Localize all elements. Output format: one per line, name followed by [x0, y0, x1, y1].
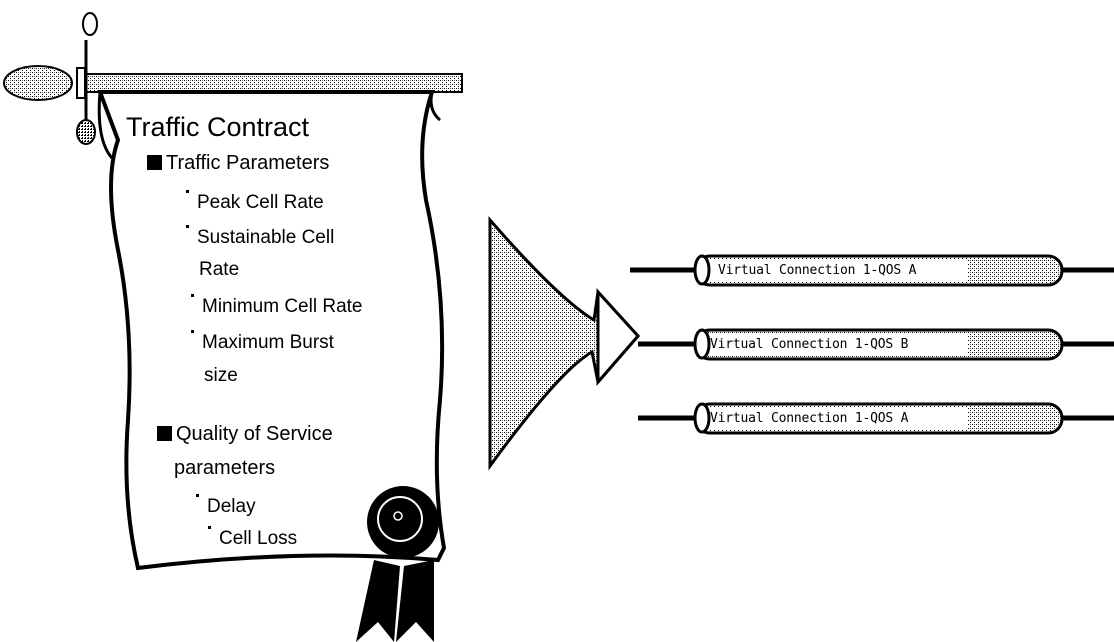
funnel-arrow-icon: [488, 216, 641, 471]
dot-bullet-icon: [186, 225, 189, 228]
connection-label-2: Virtual Connection 1-QOS B: [710, 337, 909, 352]
virtual-connection-3: [638, 402, 1114, 435]
list-item: Cell Loss: [208, 526, 297, 548]
list-item: Delay: [196, 494, 256, 516]
dot-bullet-icon: [196, 494, 199, 497]
list-item: Peak Cell Rate: [186, 190, 324, 212]
list-item-continuation: size: [204, 365, 238, 386]
list-item: Sustainable Cell: [186, 225, 334, 247]
contract-title: Traffic Contract: [126, 112, 310, 142]
virtual-connection-2: [638, 328, 1114, 361]
dot-bullet-icon: [208, 526, 211, 529]
seal-icon: [356, 486, 439, 642]
qos-parameters-heading-continuation: parameters: [174, 457, 276, 479]
square-bullet-icon: [157, 426, 172, 441]
list-item-continuation: Rate: [199, 259, 240, 280]
square-bullet-icon: [147, 155, 162, 170]
virtual-connection-1: [630, 254, 1114, 287]
dot-bullet-icon: [186, 190, 189, 193]
connection-label-1: Virtual Connection 1-QOS A: [718, 263, 917, 278]
qos-parameters-heading: Quality of Service: [157, 424, 333, 444]
connection-label-3: Virtual Connection 1-QOS A: [710, 411, 909, 426]
list-item: Maximum Burst: [191, 330, 334, 352]
scroll-rod-icon: [3, 12, 463, 145]
dot-bullet-icon: [191, 330, 194, 333]
contract-scroll: [97, 90, 447, 571]
dot-bullet-icon: [191, 294, 194, 297]
traffic-parameters-heading: Traffic Parameters: [147, 153, 329, 173]
list-item: Minimum Cell Rate: [191, 294, 362, 316]
